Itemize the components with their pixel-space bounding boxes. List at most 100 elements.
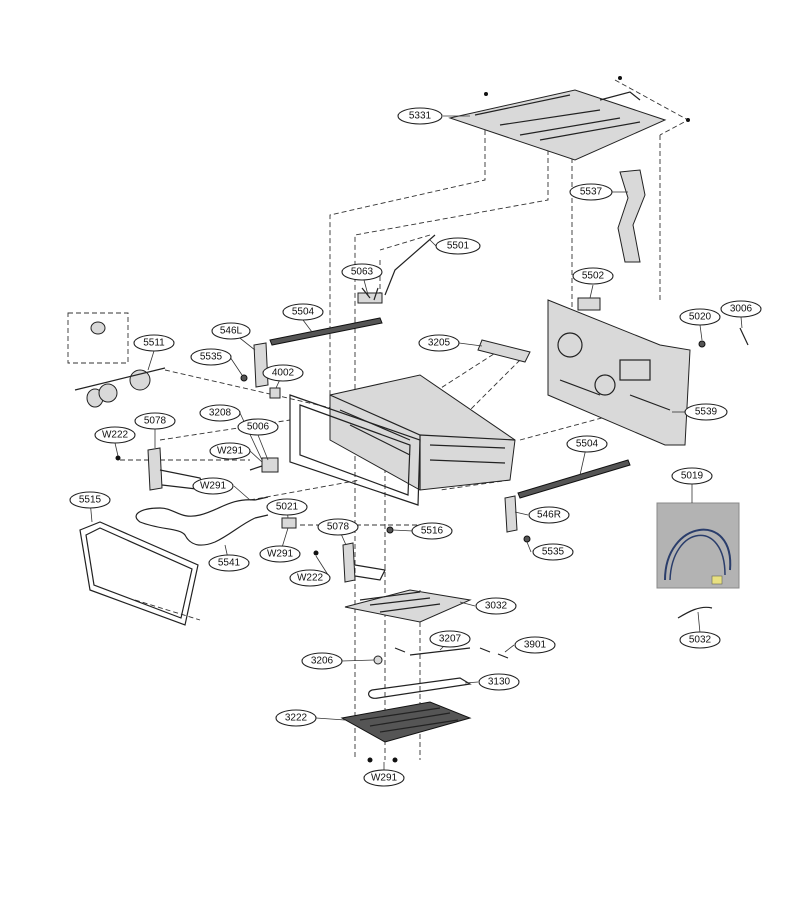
part-label-5006: 5006 [237, 418, 279, 436]
part-label-5539: 5539 [684, 403, 728, 421]
part-number-text: 3006 [730, 304, 753, 315]
part-label-W222-mid: W222 [289, 569, 331, 587]
part-label-3901: 3901 [514, 636, 556, 654]
part-label-W291-a: W291 [209, 442, 251, 460]
bracket-5063-part [357, 287, 383, 304]
part-number-text: 3032 [485, 601, 508, 612]
part-number-text: 3207 [439, 634, 462, 645]
part-number-text: W291 [267, 549, 294, 560]
part-label-5515: 5515 [69, 491, 111, 509]
part-label-5535-right: 5535 [532, 543, 574, 561]
part-number-text: 5019 [681, 471, 704, 482]
part-number-text: W222 [102, 430, 129, 441]
switch-parts [249, 457, 279, 473]
part-label-5537: 5537 [569, 183, 613, 201]
part-number-text: 5078 [327, 522, 350, 533]
part-number-text: 5331 [409, 111, 432, 122]
part-label-546L: 546L [211, 322, 251, 340]
part-label-5504-right: 5504 [566, 435, 608, 453]
part-number-text: 3222 [285, 713, 308, 724]
part-number-text: 5032 [689, 635, 712, 646]
part-number-text: W291 [200, 481, 227, 492]
part-number-text: 5535 [542, 547, 565, 558]
part-number-text: 5504 [292, 307, 315, 318]
part-label-5541: 5541 [208, 554, 250, 572]
wire-5032-part [677, 606, 713, 619]
part-number-text: 3205 [428, 338, 451, 349]
part-number-text: 5006 [247, 422, 270, 433]
heater-element-part [135, 496, 269, 546]
part-label-W291-c: W291 [259, 545, 301, 563]
part-label-5511: 5511 [133, 334, 175, 352]
part-number-text: 3208 [209, 408, 232, 419]
part-number-text: 5535 [200, 352, 223, 363]
oven-cavity-part [289, 374, 516, 506]
part-number-text: W291 [371, 773, 398, 784]
part-number-text: W222 [297, 573, 324, 584]
bottom-tray-part [340, 701, 472, 743]
part-label-5063: 5063 [341, 263, 383, 281]
part-number-text: 5501 [447, 241, 470, 252]
part-label-5021: 5021 [266, 498, 308, 516]
part-label-5032: 5032 [679, 631, 721, 649]
vertical-bracket-part [617, 169, 646, 263]
part-number-text: 5515 [79, 495, 102, 506]
part-label-5078-left: 5078 [134, 412, 176, 430]
top-rail-part [269, 317, 383, 346]
part-number-text: 5020 [689, 312, 712, 323]
part-label-5331: 5331 [397, 107, 443, 125]
part-label-3206: 3206 [301, 652, 343, 670]
part-number-text: 4002 [272, 368, 295, 379]
part-label-5504-top: 5504 [282, 303, 324, 321]
part-label-W222-left: W222 [94, 426, 136, 444]
bottom-plate-part [344, 589, 472, 623]
part-label-W291-b: W291 [192, 477, 234, 495]
part-4002 [269, 387, 281, 399]
part-label-5516: 5516 [411, 522, 453, 540]
part-label-3130: 3130 [478, 673, 520, 691]
part-number-text: 5541 [218, 558, 241, 569]
part-number-text: 5537 [580, 187, 603, 198]
bottom-screws [367, 757, 398, 763]
sensor-small-parts [373, 647, 509, 665]
part-label-3205: 3205 [418, 334, 460, 352]
part-number-text: 546R [537, 510, 561, 521]
part-number-text: 5504 [576, 439, 599, 450]
bottom-heater-part [368, 677, 472, 699]
back-panel-part [547, 299, 691, 446]
lamp-socket-part [67, 312, 166, 408]
right-rail-part [517, 459, 631, 499]
part-label-3006: 3006 [720, 300, 762, 318]
part-label-4002: 4002 [262, 364, 304, 382]
part-label-5502: 5502 [572, 267, 614, 285]
part-label-5078-mid: 5078 [317, 518, 359, 536]
hinge-5078-mid-part [313, 542, 386, 583]
part-number-text: 3206 [311, 656, 334, 667]
part-number-text: 546L [220, 326, 243, 337]
part-label-W291-bottom: W291 [363, 769, 405, 787]
top-cover-part [448, 76, 690, 161]
part-label-5535-left: 5535 [190, 348, 232, 366]
part-label-3222: 3222 [275, 709, 317, 727]
bracket-5021-part [281, 517, 297, 529]
part-label-3032: 3032 [475, 597, 517, 615]
rod-part [384, 234, 436, 296]
wire-harness-photo [656, 502, 740, 589]
part-label-5019: 5019 [671, 467, 713, 485]
fasteners-right-part [698, 327, 749, 348]
part-number-text: W291 [217, 446, 244, 457]
part-number-text: 5078 [144, 416, 167, 427]
part-label-546R: 546R [528, 506, 570, 524]
part-label-5501: 5501 [435, 237, 481, 255]
part-number-text: 5502 [582, 271, 605, 282]
part-number-text: 5511 [143, 338, 165, 349]
part-label-5020: 5020 [679, 308, 721, 326]
part-number-text: 3901 [524, 640, 547, 651]
bracket-5502-part [577, 297, 601, 311]
hinge-5078-left-part [115, 447, 206, 491]
part-number-text: 3130 [488, 677, 511, 688]
screw-5516-part [386, 526, 394, 534]
part-label-3208: 3208 [199, 404, 241, 422]
part-number-text: 5021 [276, 502, 299, 513]
